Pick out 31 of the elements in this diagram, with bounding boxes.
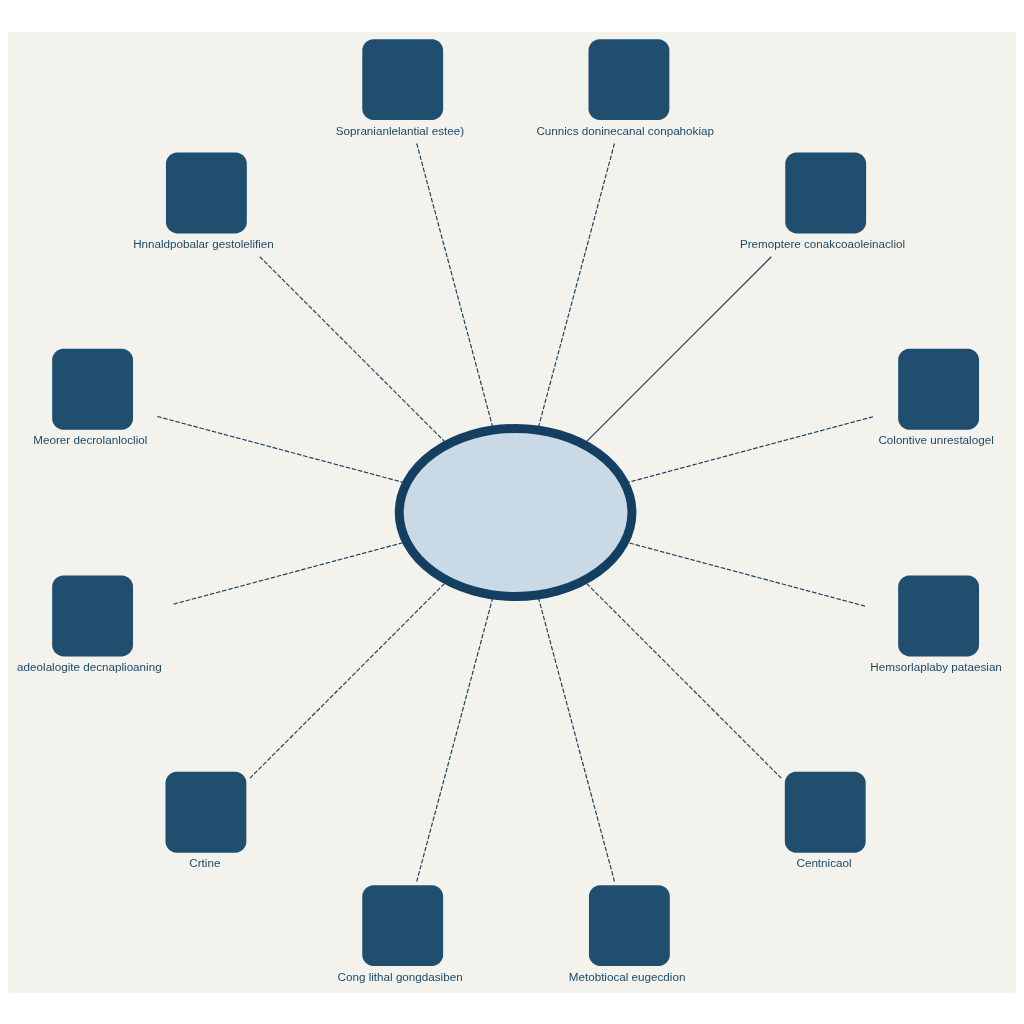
node-label: Premoptere conakcoaoleinacliol <box>739 236 906 250</box>
node-box <box>898 575 979 656</box>
node-label: Meorer decrolanlocliol <box>33 432 148 446</box>
node-box <box>785 152 867 233</box>
connector <box>416 142 494 430</box>
node-box <box>52 348 133 430</box>
node-label: Hemsorlaplaby pataesian <box>870 659 1002 673</box>
node-box <box>588 38 670 120</box>
node-ellipse <box>394 423 637 601</box>
connector <box>624 540 866 607</box>
node-label: Cong lithal gongdasiben <box>337 969 463 983</box>
node-box <box>784 771 866 853</box>
node-box <box>165 771 247 853</box>
node-label: Centnicaol <box>796 855 852 869</box>
node-box <box>898 348 979 430</box>
connector <box>583 255 772 445</box>
node-box <box>362 884 444 966</box>
connector <box>624 415 874 484</box>
node-box <box>165 152 247 233</box>
node-box <box>588 884 670 966</box>
node-box <box>52 575 133 656</box>
node-label: Cunnics doninecanal conpahokiap <box>536 123 714 137</box>
node-label: Metobtiocal eugecdion <box>568 969 686 983</box>
node-label: adeolalogite decnaplioaning <box>17 659 162 673</box>
connector <box>537 142 616 430</box>
node-label: Colontive unrestalogel <box>878 432 994 446</box>
node-box <box>362 38 444 120</box>
node-label: Hnnaldpobalar gestolelifien <box>133 236 274 250</box>
connector <box>259 255 448 445</box>
node-label: Crtine <box>189 855 221 869</box>
node-label: Sopranianlelantial estee) <box>335 123 465 137</box>
